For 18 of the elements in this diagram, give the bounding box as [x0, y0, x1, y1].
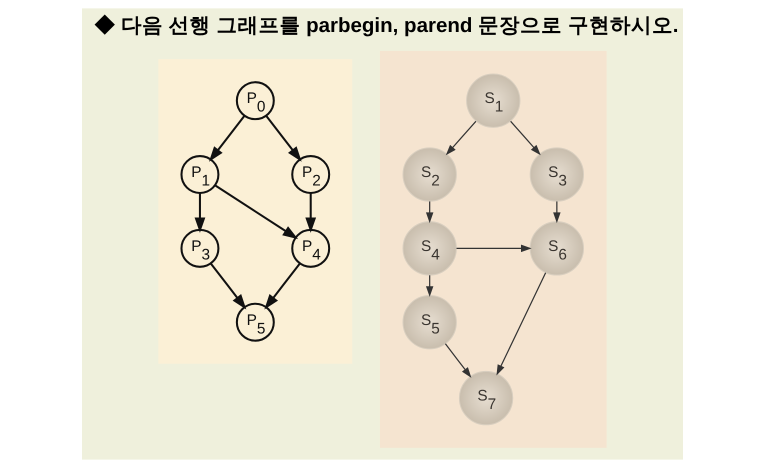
- cluster: [158, 59, 352, 364]
- arrow: [305, 193, 316, 233]
- arrow: [444, 343, 472, 378]
- arrow: [496, 272, 546, 376]
- diagram-title: ◆ 다음 선행 그래프를 parbegin, parend 문장으로 구현하시오.: [94, 14, 678, 37]
- arrow: [426, 275, 434, 297]
- arrow: [194, 193, 206, 233]
- arrow: [264, 262, 301, 310]
- arrow: [210, 262, 246, 310]
- arrow: [265, 115, 302, 162]
- cluster: [380, 50, 607, 448]
- arrow: [510, 120, 541, 156]
- arrow: [446, 120, 476, 156]
- arrow: [214, 184, 298, 240]
- arrow: [456, 244, 532, 252]
- arrow: [426, 201, 434, 224]
- arrow: [208, 115, 246, 162]
- arrow: [553, 201, 561, 224]
